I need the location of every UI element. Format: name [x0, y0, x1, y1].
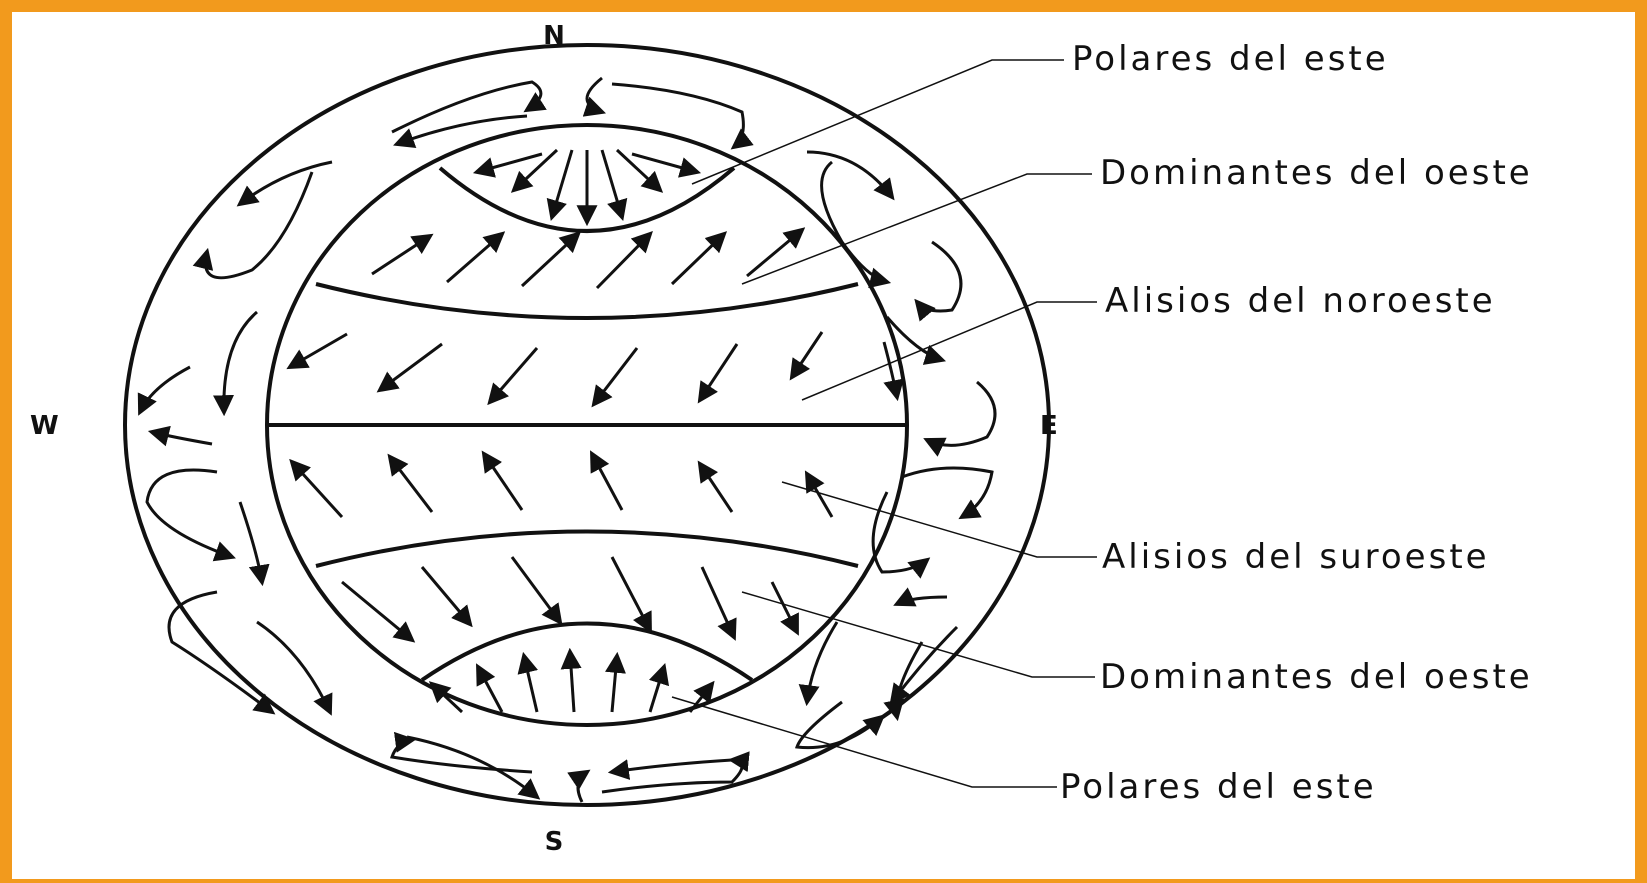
north-polar-easterlies-arrows — [477, 150, 697, 222]
label-polar-easterlies-south: Polares del este — [1060, 767, 1377, 807]
northeast-trades-arrows — [290, 332, 822, 404]
north-60-boundary — [316, 284, 858, 318]
global-wind-circulation-diagram: N S E W Polares del este Dominantes del … — [12, 12, 1635, 879]
label-northeast-trades: Alisios del noroeste — [1105, 281, 1496, 321]
compass-west: W — [30, 411, 59, 441]
label-westerlies-north: Dominantes del oeste — [1100, 153, 1533, 193]
southeast-trades-arrows — [292, 454, 832, 517]
south-westerlies-arrows — [342, 557, 797, 640]
compass-south: S — [545, 827, 564, 857]
label-southeast-trades: Alisios del suroeste — [1102, 537, 1490, 577]
compass-north: N — [543, 21, 565, 51]
south-polar-easterlies-arrows — [432, 652, 712, 712]
label-westerlies-south: Dominantes del oeste — [1100, 657, 1533, 697]
south-30-boundary — [316, 532, 858, 567]
label-polar-easterlies-north: Polares del este — [1072, 39, 1389, 79]
north-westerlies-arrows — [372, 230, 802, 288]
compass-east: E — [1040, 411, 1058, 441]
south-polar-boundary — [422, 624, 752, 681]
